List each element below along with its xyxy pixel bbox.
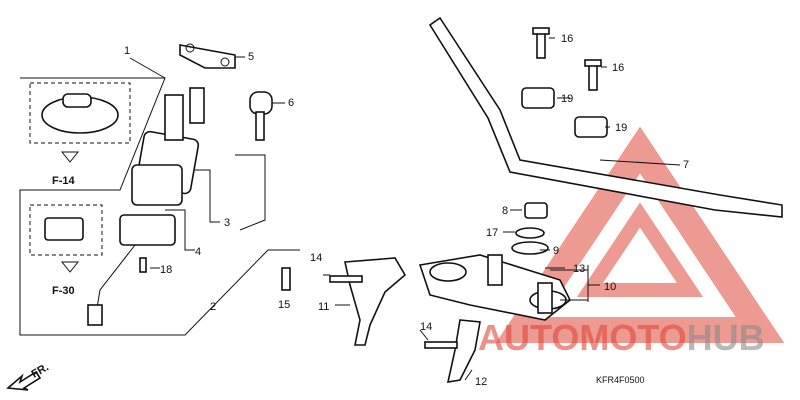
leader-lines <box>129 37 681 381</box>
ref-box-f14 <box>29 82 131 144</box>
direction-label: FR. <box>30 361 51 380</box>
watermark-logo <box>495 126 785 343</box>
arrow-down-icon <box>60 261 80 273</box>
callout-6: 6 <box>288 97 294 109</box>
handlebar-holder-upper <box>521 27 608 138</box>
lower-bracket <box>446 319 481 383</box>
callout-8: 8 <box>502 205 508 217</box>
callout-9: 9 <box>553 245 559 257</box>
ignition-switch <box>87 87 205 326</box>
callout-3: 3 <box>224 217 230 229</box>
arrow-down-icon <box>60 151 80 163</box>
callout-14b: 14 <box>420 321 432 333</box>
callout-15: 15 <box>278 299 290 311</box>
switch-bracket <box>344 257 407 346</box>
watermark-text: AUTOMOTOHUB <box>478 317 765 358</box>
diagram-code: KFR4F0500 <box>596 375 645 385</box>
steering-stem-nut <box>511 202 549 255</box>
callout-14a: 14 <box>310 252 322 264</box>
callout-5: 5 <box>248 51 254 63</box>
callout-16a: 16 <box>561 33 573 45</box>
top-bridge <box>418 254 572 321</box>
frame-outline <box>19 77 300 336</box>
callout-17: 17 <box>486 227 498 239</box>
callout-1: 1 <box>124 45 130 57</box>
callout-10: 10 <box>604 281 616 293</box>
key-part <box>249 91 273 141</box>
callout-16b: 16 <box>612 62 624 74</box>
ref-box-f30 <box>29 204 103 256</box>
bolt-part <box>281 267 291 291</box>
ref-label-f14: F-14 <box>52 175 76 187</box>
callout-4: 4 <box>195 246 201 258</box>
handlebar <box>428 16 783 218</box>
bolt-part <box>329 275 363 283</box>
callout-13: 13 <box>573 263 585 275</box>
callout-7: 7 <box>683 159 689 171</box>
front-direction-arrow-icon <box>6 370 42 391</box>
screw-part <box>139 257 147 273</box>
clamp-part <box>44 217 84 241</box>
callout-19b: 19 <box>615 122 627 134</box>
fuel-cap <box>41 93 119 134</box>
callout-11: 11 <box>318 301 329 313</box>
bracket-part <box>179 43 236 69</box>
bolt-part <box>424 341 458 349</box>
ref-label-f30: F-30 <box>52 285 75 297</box>
callout-18: 18 <box>160 264 172 276</box>
callout-2: 2 <box>210 301 216 313</box>
callout-19a: 19 <box>561 93 573 105</box>
callout-12: 12 <box>475 376 487 388</box>
